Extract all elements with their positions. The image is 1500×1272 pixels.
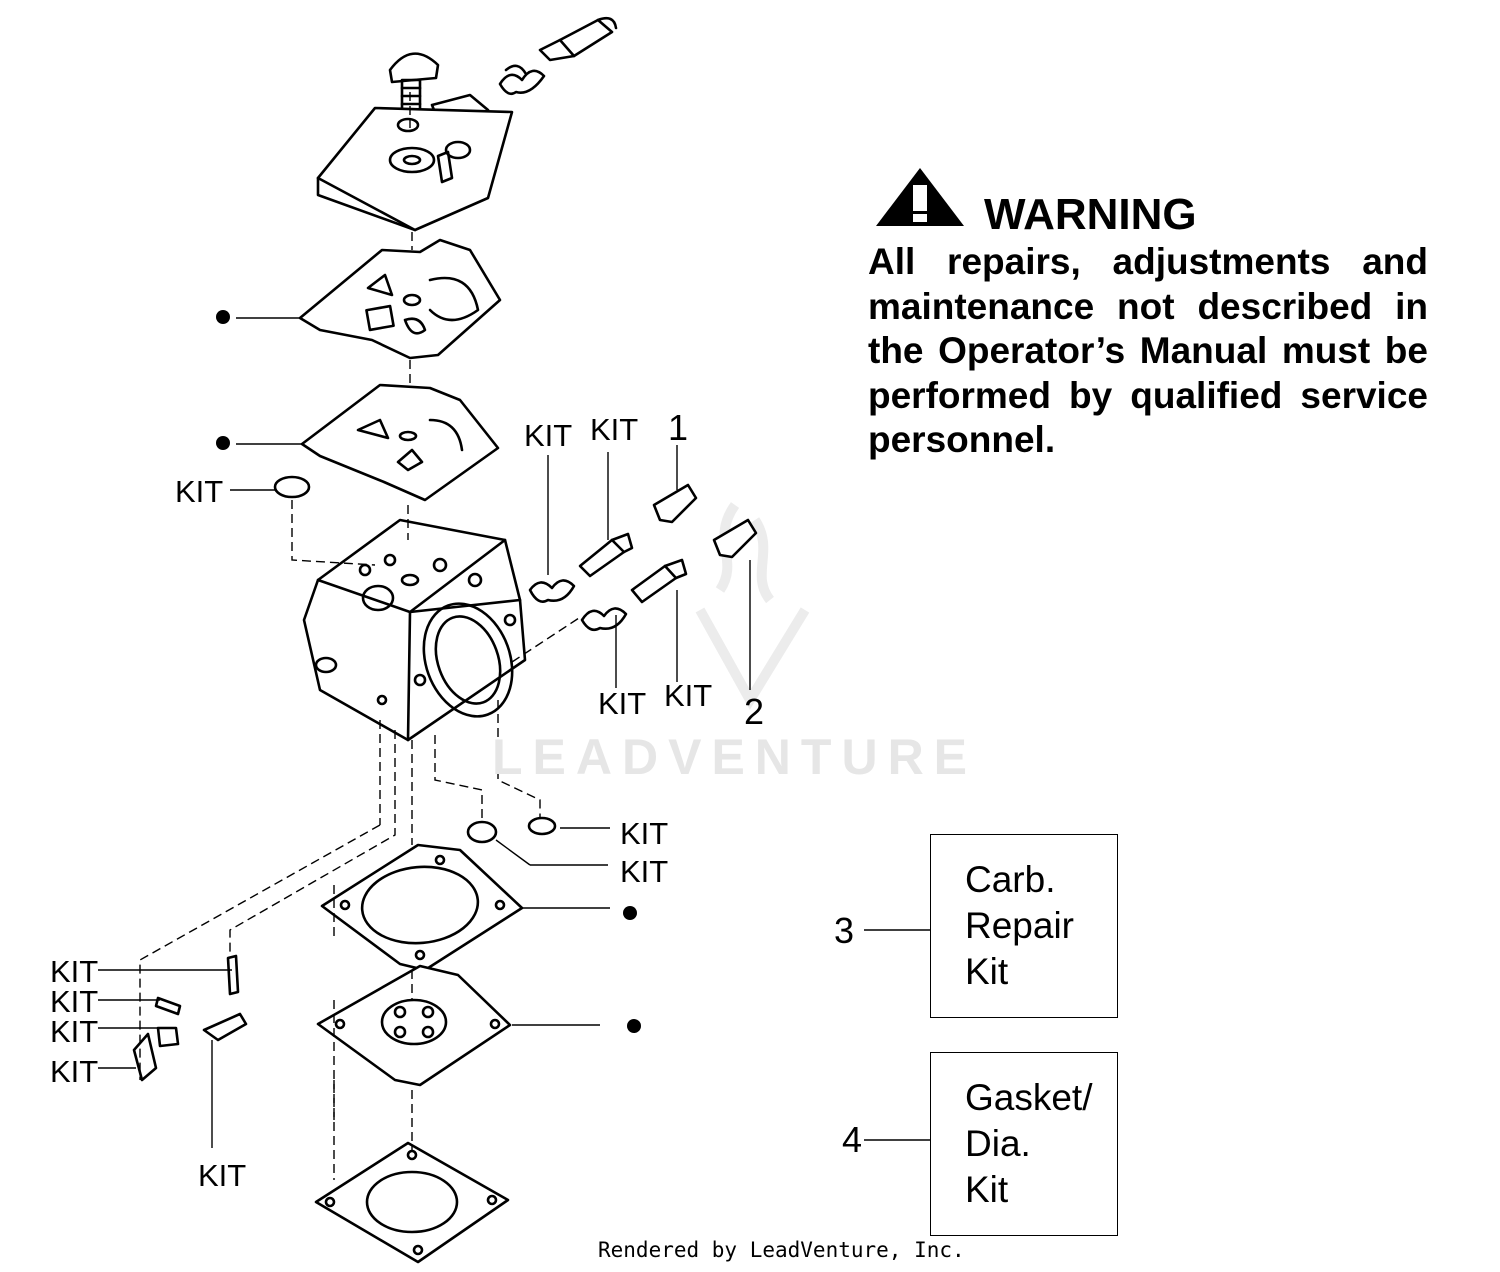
limiter-cap-2 — [712, 518, 758, 559]
kit-label: KIT — [50, 1054, 99, 1089]
check-valve — [466, 820, 498, 844]
kit-label: KIT — [524, 418, 573, 453]
callout-3: 3 — [834, 910, 855, 951]
metering-cover — [314, 1141, 510, 1264]
pump-diaphragm — [298, 238, 502, 360]
high-speed-needle — [528, 532, 634, 603]
kit-label: KIT — [50, 1014, 99, 1049]
callout-4: 4 — [842, 1119, 863, 1160]
carb-repair-kit-box: Carb. Repair Kit — [930, 834, 1118, 1018]
marker-dot — [627, 1019, 641, 1033]
filter-screen — [273, 475, 311, 499]
gasket-kit-markers — [216, 310, 641, 1033]
pump-gasket — [300, 383, 500, 502]
kit-label: KIT — [50, 954, 99, 989]
lever-pin — [154, 996, 182, 1016]
metering-gasket — [320, 843, 524, 972]
kit-label: KIT — [598, 686, 647, 721]
warning-title: WARNING — [984, 190, 1197, 239]
carburetor-body — [302, 518, 527, 742]
kit-label: KIT — [175, 474, 224, 509]
kit-box-line: Kit — [965, 1169, 1009, 1210]
kit-box-line: Carb. — [965, 859, 1056, 900]
gasket-dia-kit-box: Gasket/ Dia. Kit — [930, 1052, 1118, 1236]
kit-label: KIT — [664, 678, 713, 713]
kit-box-line: Gasket/ — [965, 1077, 1093, 1118]
kit-label: KIT — [198, 1158, 247, 1193]
metering-lever-small — [202, 1012, 248, 1042]
kit-box-line: Repair — [965, 905, 1074, 946]
kit-box-line: Kit — [965, 951, 1009, 992]
marker-dot — [216, 310, 230, 324]
metering-diaphragm — [316, 964, 512, 1087]
callout-2: 2 — [744, 691, 765, 732]
kit-box-line: Dia. — [965, 1123, 1031, 1164]
inlet-needle — [132, 1032, 158, 1082]
screw-small — [156, 1026, 180, 1048]
limiter-cap-1 — [652, 483, 698, 524]
alignment-lines — [139, 92, 583, 1180]
pump-cover — [316, 106, 514, 232]
parts-linework — [132, 16, 758, 1264]
warning-triangle-icon — [876, 168, 964, 226]
warning-notice: WARNING All repairs, adjustments and mai… — [868, 160, 1428, 463]
warning-heading: WARNING — [868, 160, 1428, 260]
footer-credit: Rendered by LeadVenture, Inc. — [598, 1238, 965, 1262]
inlet-screen — [527, 816, 557, 836]
watermark-text: LEADVENTURE — [492, 729, 978, 785]
kit-label: KIT — [590, 412, 639, 447]
marker-dot — [623, 906, 637, 920]
spring-small — [226, 954, 240, 996]
kit-label: KIT — [50, 984, 99, 1019]
kit-label: KIT — [620, 816, 669, 851]
marker-dot — [216, 436, 230, 450]
low-speed-needle — [580, 558, 688, 632]
leader-lines — [98, 317, 930, 1148]
adjust-needle — [498, 16, 618, 96]
callout-1: 1 — [668, 407, 689, 448]
kit-label: KIT — [620, 854, 669, 889]
warning-body: All repairs, adjustments and maintenance… — [868, 241, 1428, 460]
top-screw — [388, 52, 440, 112]
